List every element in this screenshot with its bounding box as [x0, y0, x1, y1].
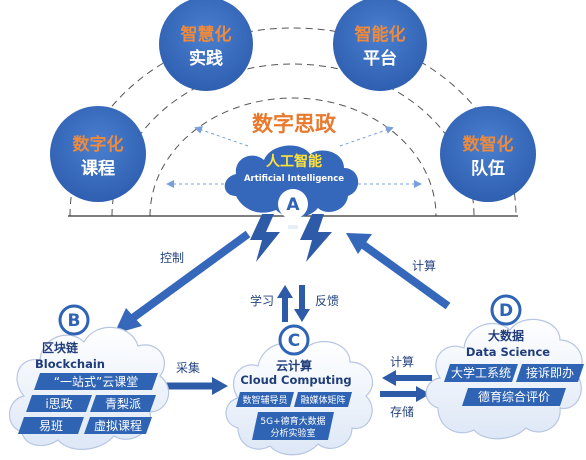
label-compute-top: 计算 — [412, 258, 436, 273]
label-feedback: 反馈 — [315, 294, 339, 308]
circle-digital-course-line1: 数字化 — [73, 134, 124, 155]
label-compute-right: 计算 — [390, 354, 414, 369]
arrow-compute-store — [380, 370, 432, 402]
tag-yiban-label: 易班 — [39, 419, 63, 433]
tag-student-affairs-system-label: 大学工系统 — [451, 365, 511, 380]
tag-qingli-pai-label: 青梨派 — [105, 397, 141, 411]
tag-one-stop-cloud-class: “一站式”云课堂 — [34, 373, 158, 390]
circle-smart-practice: 智慧化 实践 — [159, 0, 253, 91]
label-control: 控制 — [160, 251, 184, 265]
lightning-bolts — [250, 214, 332, 262]
circle-smart-practice-line1: 智慧化 — [181, 24, 232, 45]
label-store: 存储 — [390, 404, 414, 419]
tag-media-matrix: 融媒体矩阵 — [294, 392, 352, 407]
cloud-b-en: Blockchain — [35, 357, 105, 371]
ai-cloud: 人工智能 Artificial Intelligence A — [224, 145, 359, 229]
circle-intelligent-platform: 智能化 平台 — [333, 0, 427, 91]
tag-digital-counselor-label: 数智辅导员 — [242, 394, 287, 406]
cloud-c-en: Cloud Computing — [240, 373, 351, 387]
cloud-b-letter: B — [68, 311, 81, 331]
cloud-blockchain: B 区块链 Blockchain “一站式”云课堂 i思政 青梨派 易班 虚拟课… — [8, 304, 170, 450]
cloud-cloud-computing: C 云计算 Cloud Computing 数智辅导员 融媒体矩阵 5G+德育大… — [225, 324, 373, 456]
circle-smart-team-line1: 数智化 — [463, 134, 514, 155]
tag-moral-evaluation-label: 德育综合评价 — [478, 389, 550, 404]
ai-cn-label: 人工智能 — [266, 153, 322, 170]
radial-arrow-upright — [339, 126, 394, 147]
tag-digital-counselor: 数智辅导员 — [236, 392, 294, 407]
lightning-bolt-right — [300, 214, 332, 262]
lightbulb-icon — [278, 189, 308, 229]
circle-digital-course: 数字化 课程 — [50, 106, 146, 202]
tag-yiban: 易班 — [18, 417, 84, 434]
cloud-d-letter: D — [499, 301, 513, 321]
tag-5g-lab-line2: 分析实验室 — [270, 427, 315, 439]
tag-i-sizheng: i思政 — [26, 395, 92, 412]
tag-media-matrix-label: 融媒体矩阵 — [300, 394, 345, 406]
label-collect: 采集 — [176, 360, 200, 375]
circle-intelligent-platform-line2: 平台 — [363, 48, 397, 69]
main-title: 数字思政 — [252, 112, 337, 136]
radial-arrow-upleft — [194, 126, 249, 147]
arrow-control — [114, 230, 251, 334]
circle-smart-team: 数智化 队伍 — [440, 106, 536, 202]
cloud-c-cn: 云计算 — [276, 358, 312, 373]
cloud-d-en: Data Science — [466, 345, 550, 359]
tag-complaint-response: 接诉即办 — [516, 364, 584, 382]
tag-i-sizheng-label: i思政 — [45, 397, 72, 411]
tag-student-affairs-system: 大学工系统 — [444, 364, 518, 382]
lightning-bolt-left — [250, 214, 280, 262]
circle-digital-course-line2: 课程 — [81, 159, 115, 179]
circle-smart-team-line2: 队伍 — [471, 158, 505, 179]
tag-qingli-pai: 青梨派 — [90, 395, 156, 412]
tag-one-stop-cloud-class-label: “一站式”云课堂 — [54, 375, 138, 389]
tag-complaint-response-label: 接诉即办 — [526, 365, 574, 380]
cloud-c-letter: C — [288, 331, 300, 351]
cloud-d-cn: 大数据 — [488, 328, 524, 343]
circle-intelligent-platform-line1: 智能化 — [355, 24, 406, 45]
tag-5g-lab: 5G+德育大数据 分析实验室 — [252, 412, 334, 440]
tag-virtual-course: 虚拟课程 — [84, 417, 152, 434]
tag-moral-evaluation: 德育综合评价 — [462, 388, 566, 406]
tag-virtual-course-label: 虚拟课程 — [94, 418, 142, 433]
circle-smart-practice-line2: 实践 — [189, 48, 223, 69]
ai-letter: A — [286, 195, 300, 215]
tag-5g-lab-line1: 5G+德育大数据 — [260, 415, 325, 427]
arrow-compute-top — [346, 233, 451, 310]
cloud-data-science: D 大数据 Data Science 大学工系统 接诉即办 德育综合评价 — [425, 294, 584, 440]
dashed-arc-inner — [149, 97, 437, 217]
ai-en-label: Artificial Intelligence — [244, 174, 344, 184]
arrow-learn-feedback — [277, 285, 310, 322]
label-learn: 学习 — [250, 293, 274, 308]
cloud-b-cn: 区块链 — [42, 340, 79, 355]
